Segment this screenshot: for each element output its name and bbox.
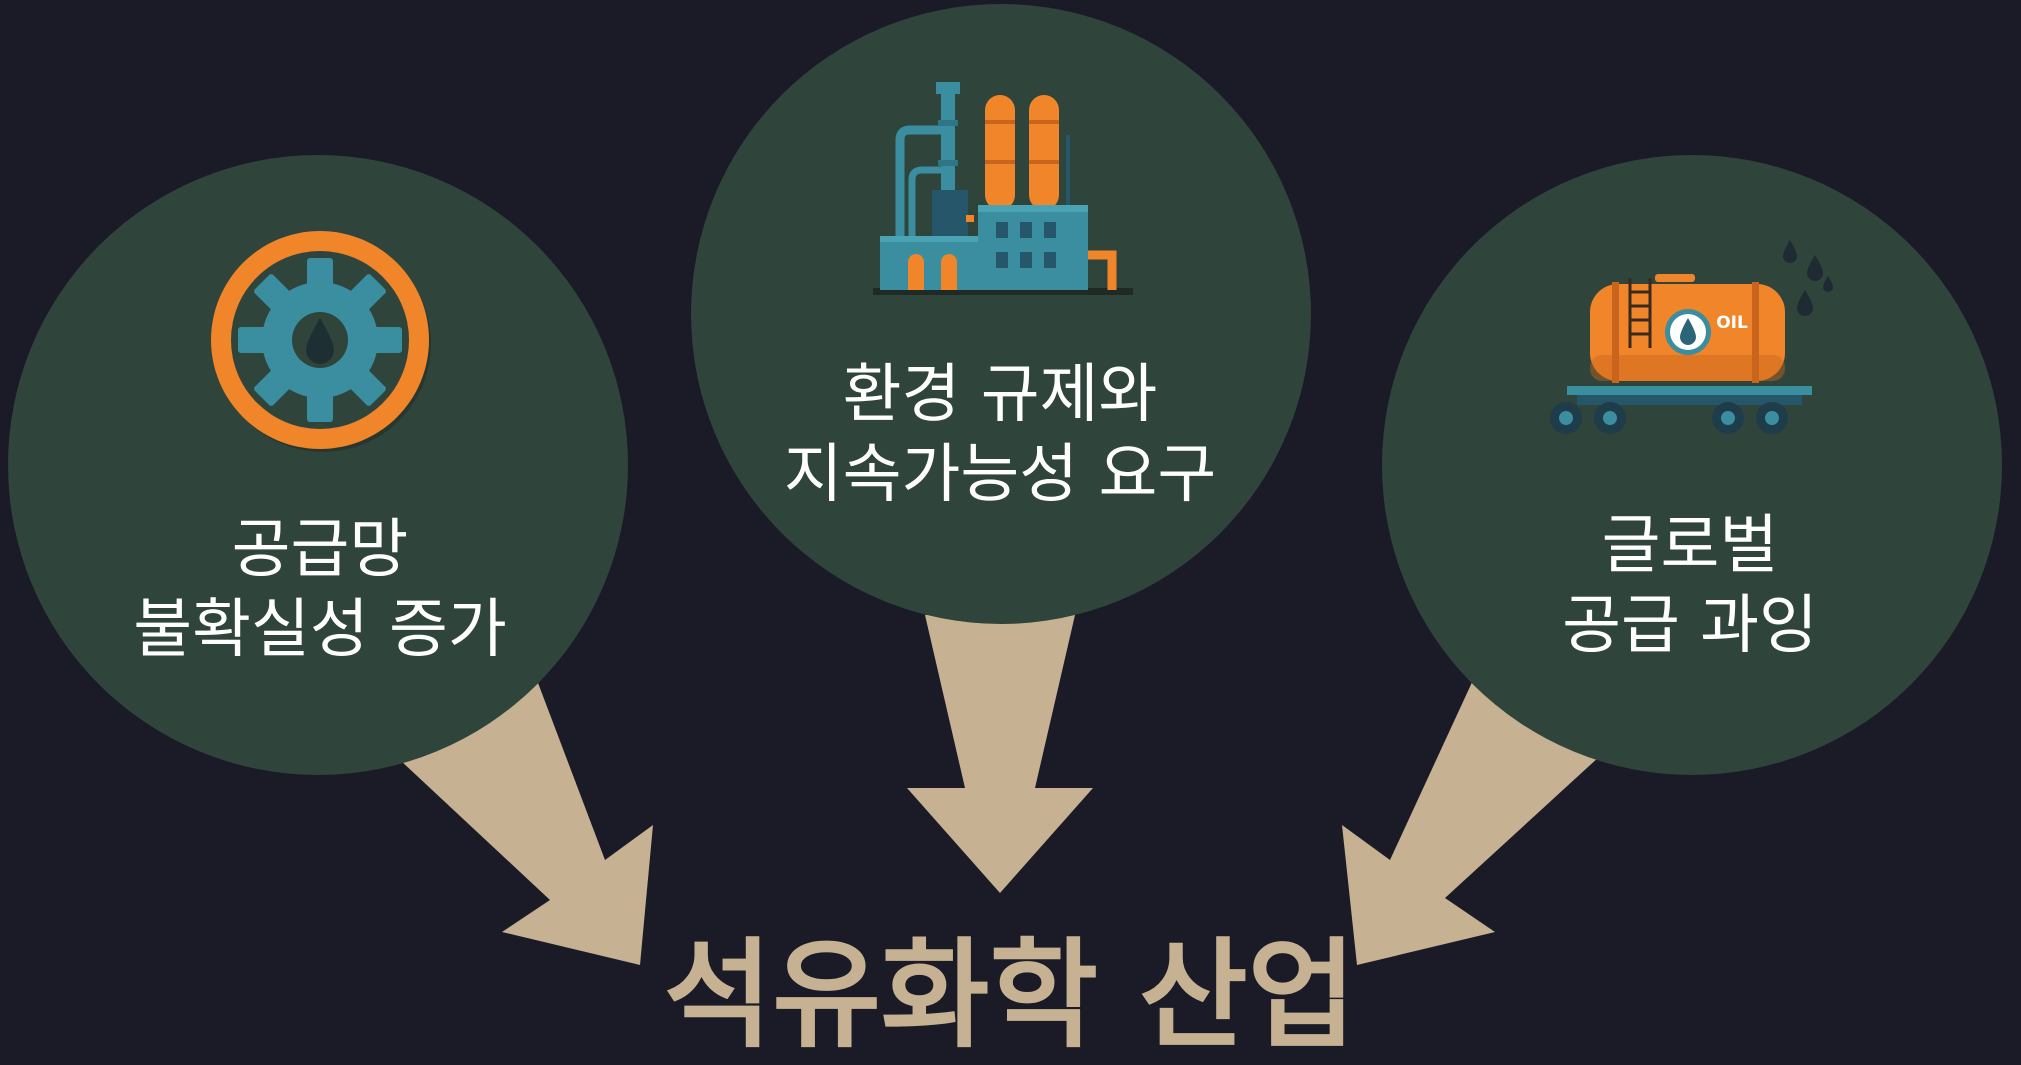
factor-label-line: 지속가능성 요구 xyxy=(783,438,1217,512)
factor-label-line: 공급 과잉 xyxy=(1562,589,1818,663)
tank-oil-label: OIL xyxy=(1716,313,1748,333)
target-title: 석유화학 산업 xyxy=(663,926,1357,1064)
oil-tank-railcar-icon: OIL xyxy=(1550,240,1833,434)
gear-with-oil-drop-icon xyxy=(211,231,431,452)
diagram-canvas: OIL xyxy=(8,4,2002,965)
arrow-left xyxy=(400,675,653,965)
factor-circle-middle xyxy=(691,4,1311,624)
factor-circle-left xyxy=(8,155,628,775)
factor-label-line: 공급망 xyxy=(231,513,409,587)
arrow-middle xyxy=(907,615,1093,893)
factor-label-oversupply: 글로벌 공급 과잉 xyxy=(1400,506,1980,666)
factor-label-line: 환경 규제와 xyxy=(842,358,1158,432)
factor-label-line: 불확실성 증가 xyxy=(133,593,507,667)
factor-circle-right xyxy=(1382,155,2002,775)
arrow-right xyxy=(1342,665,1612,965)
refinery-factory-icon xyxy=(873,82,1133,295)
factor-label-line: 글로벌 xyxy=(1601,509,1779,583)
factor-label-supply-chain: 공급망 불확실성 증가 xyxy=(30,510,610,670)
factor-label-environment: 환경 규제와 지속가능성 요구 xyxy=(700,355,1300,515)
